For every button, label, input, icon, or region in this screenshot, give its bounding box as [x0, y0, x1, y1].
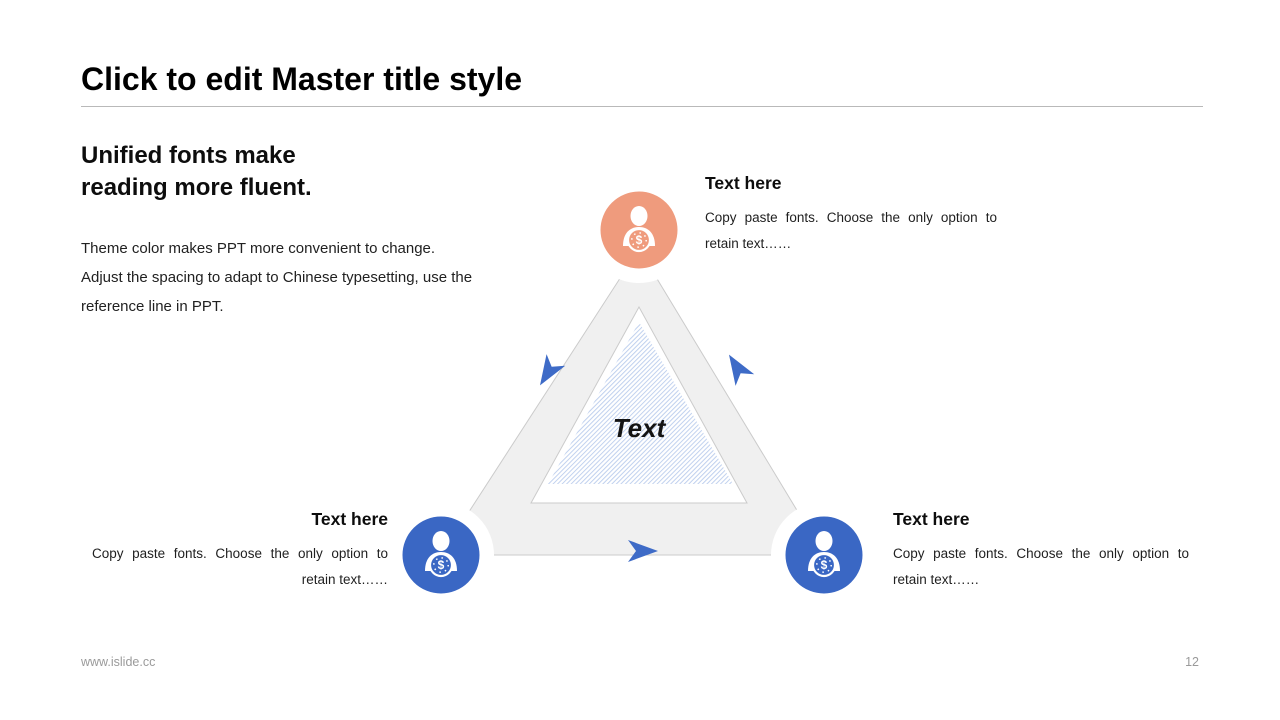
diagram-node-bottom-right: $: [780, 511, 868, 599]
triangle-band: [440, 248, 825, 556]
flow-arrow-left: [539, 354, 566, 386]
node-caption-title: Text here: [311, 509, 388, 529]
flow-arrow-right: [728, 354, 755, 386]
intro-body: Theme color makes PPT more convenient to…: [81, 234, 531, 321]
person-dollar-icon: $: [623, 206, 655, 253]
person-dollar-icon: $: [425, 531, 457, 578]
svg-text:$: $: [636, 233, 643, 247]
hatched-triangle: [548, 322, 733, 484]
svg-text:$: $: [438, 558, 445, 572]
person-dollar-icon: $: [808, 531, 840, 578]
diagram-node-top: $: [595, 186, 683, 274]
node-caption-bottom-right: Text here Copy paste fonts. Choose the o…: [893, 508, 1189, 593]
intro-paragraph: Adjust the spacing to adapt to Chinese t…: [81, 269, 473, 315]
intro-heading: Unified fonts make reading more fluent.: [81, 142, 312, 201]
footer-url: www.islide.cc: [81, 655, 156, 669]
node-caption-title: Text here: [893, 509, 970, 529]
intro-block: Unified fonts make reading more fluent. …: [81, 140, 531, 321]
intro-paragraph: Theme color makes PPT more convenient to…: [81, 240, 436, 257]
node-caption-body: Copy paste fonts. Choose the only option…: [893, 546, 1189, 587]
diagram-node-bottom-left: $: [397, 511, 485, 599]
node-caption-title: Text here: [705, 173, 782, 193]
node-caption-body: Copy paste fonts. Choose the only option…: [92, 546, 388, 587]
page-number: 12: [1185, 655, 1199, 669]
node-caption-bottom-left: Text here Copy paste fonts. Choose the o…: [92, 508, 388, 593]
node-caption-body: Copy paste fonts. Choose the only option…: [705, 210, 997, 251]
flow-arrow-bottom: [628, 540, 658, 562]
svg-text:$: $: [821, 558, 828, 572]
triangle-cycle-diagram: Text $ $: [388, 177, 877, 608]
title-divider: [81, 106, 1203, 107]
diagram-center-label: Text: [613, 413, 667, 443]
node-caption-top: Text here Copy paste fonts. Choose the o…: [705, 172, 997, 257]
slide-title: Click to edit Master title style: [81, 61, 523, 97]
